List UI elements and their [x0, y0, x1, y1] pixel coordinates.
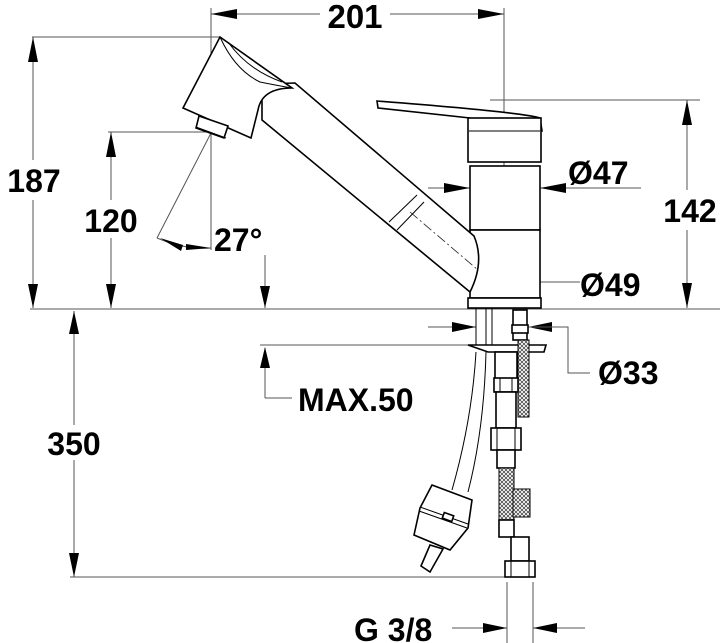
label-max-50: MAX.50 [298, 382, 414, 418]
spray-head [181, 35, 295, 140]
label-diameter-49: Ø49 [580, 267, 640, 303]
upper-body [469, 165, 541, 231]
pullout-spout [181, 35, 480, 294]
label-reach-201: 201 [327, 0, 382, 35]
label-length-350: 350 [47, 426, 100, 462]
dimension-d33 [428, 322, 590, 374]
base-ring [467, 297, 542, 309]
cartridge-head [467, 117, 542, 163]
dimension-d47 [428, 183, 641, 193]
faucet-body [376, 100, 543, 309]
aerator [195, 114, 230, 140]
label-height-120: 120 [84, 203, 137, 239]
label-diameter-47: Ø47 [568, 155, 628, 191]
label-angle-27: 27° [214, 222, 262, 258]
under-counter-assembly [413, 308, 548, 578]
label-thread-g38: G 3/8 [354, 612, 432, 643]
dimension-27-angle [156, 132, 270, 308]
arrow-right-icon [478, 9, 504, 19]
label-diameter-33: Ø33 [598, 355, 658, 391]
mounting-plate [467, 344, 548, 353]
label-height-142: 142 [663, 193, 716, 229]
arrow-left-icon [211, 9, 237, 19]
dimension-350-length [69, 311, 510, 578]
dimension-g38-thread [452, 582, 585, 643]
dimension-max50 [260, 344, 470, 399]
g38-connection-nut [504, 560, 536, 578]
hose-weight [413, 484, 473, 574]
lower-body [469, 229, 541, 299]
dimension-120-height [106, 131, 211, 308]
dimension-142-height [490, 99, 700, 308]
hex-nut-upper [493, 377, 519, 393]
label-height-187: 187 [7, 163, 60, 199]
hex-nut-middle [490, 427, 522, 451]
dimension-187-height [28, 36, 220, 308]
